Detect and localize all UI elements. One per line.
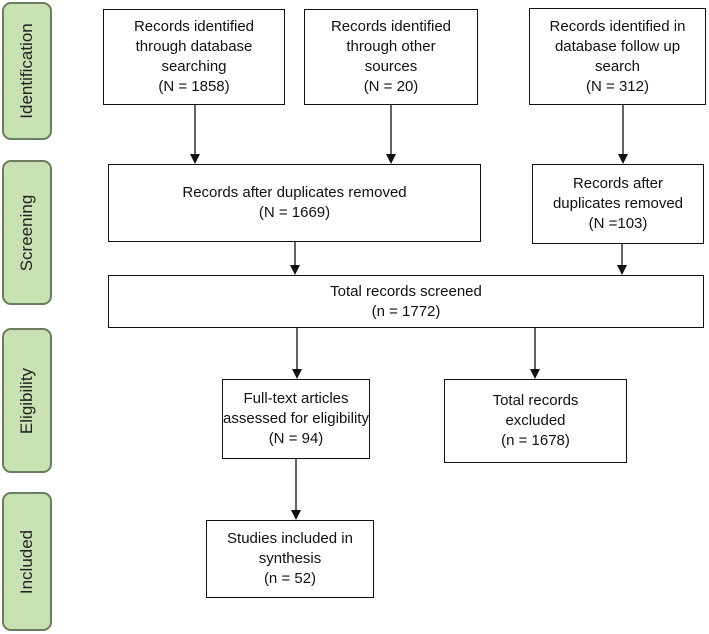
box-db-search-line1: Records identified xyxy=(133,18,255,35)
box-full-text: Full-text articles assessed for eligibil… xyxy=(222,379,370,459)
box-db-search-line3: searching xyxy=(161,58,227,75)
box-included-count: (n = 52) xyxy=(263,570,317,587)
box-excluded-count: (n = 1678) xyxy=(501,432,570,449)
box-follow-up-line1: Records identified in xyxy=(549,17,686,35)
box-dedup-main-line1: Records after duplicates removed xyxy=(182,184,407,201)
box-other-sources-line2: through other xyxy=(346,38,436,55)
box-db-search-line2: through database xyxy=(135,38,253,55)
box-follow-up: Records identified in database follow up… xyxy=(529,8,706,105)
box-dedup-followup-line2: duplicates removed xyxy=(552,195,684,212)
box-follow-up-line3: search xyxy=(594,57,641,75)
phase-identification: Identification xyxy=(2,2,52,140)
box-total-screened-line1: Total records screened xyxy=(330,282,482,300)
box-excluded-line2: excluded xyxy=(505,412,566,429)
box-included: Studies included in synthesis (n = 52) xyxy=(206,520,374,598)
box-full-text-line1: Full-text articles xyxy=(243,390,349,407)
box-dedup-followup-count: (N =103) xyxy=(588,215,648,232)
box-db-search-count: (N = 1858) xyxy=(158,78,230,95)
phase-included: Included xyxy=(2,492,52,631)
box-full-text-line2: assessed for eligibility xyxy=(223,410,369,427)
box-total-screened-count: (n = 1772) xyxy=(371,302,441,320)
box-full-text-count: (N = 94) xyxy=(268,430,324,447)
box-dedup-followup: Records after duplicates removed (N =103… xyxy=(532,164,704,244)
box-db-search: Records identified through database sear… xyxy=(103,9,285,105)
box-total-screened: Total records screened (n = 1772) xyxy=(108,275,704,328)
box-dedup-main-count: (N = 1669) xyxy=(258,204,331,221)
box-follow-up-count: (N = 312) xyxy=(586,77,649,95)
box-included-line1: Studies included in xyxy=(227,530,353,547)
box-dedup-main: Records after duplicates removed (N = 16… xyxy=(108,164,481,242)
phase-screening: Screening xyxy=(2,160,52,305)
box-dedup-followup-line1: Records after xyxy=(572,175,664,192)
box-follow-up-line2: database follow up xyxy=(554,37,681,55)
box-other-sources-line3: sources xyxy=(364,58,418,75)
box-excluded-line1: Total records xyxy=(492,392,579,409)
box-other-sources: Records identified through other sources… xyxy=(304,9,478,105)
box-included-line2: synthesis xyxy=(258,550,322,567)
box-other-sources-count: (N = 20) xyxy=(363,78,419,95)
box-other-sources-line1: Records identified xyxy=(330,18,452,35)
box-excluded: Total records excluded (n = 1678) xyxy=(444,379,627,463)
phase-eligibility: Eligibility xyxy=(2,328,52,473)
